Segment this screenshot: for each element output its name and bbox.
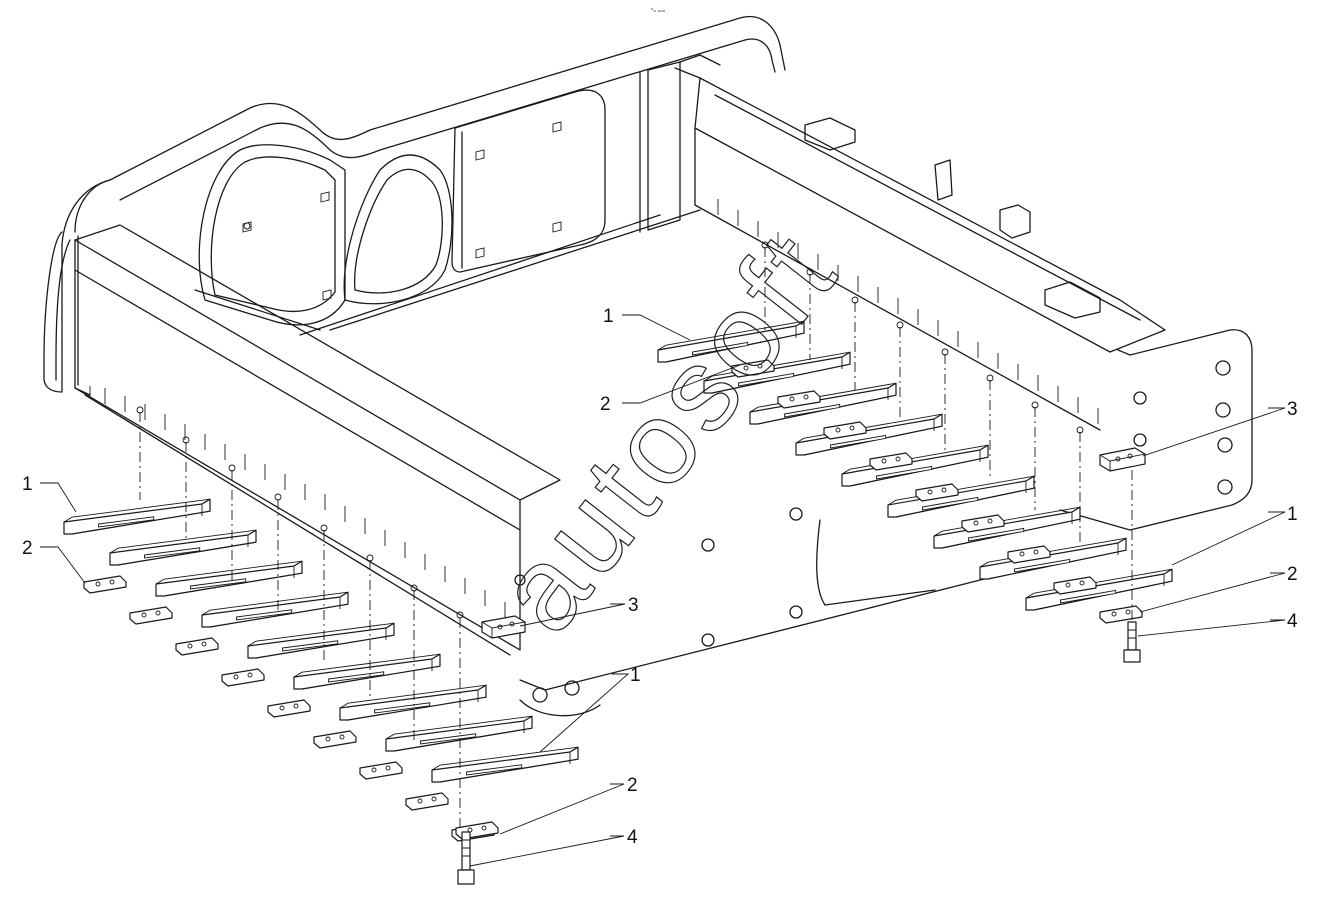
- wear-bar: [979, 537, 1127, 580]
- bolt-right: [1127, 621, 1137, 651]
- end-blocks: [481, 447, 1146, 639]
- right-beam-top: [694, 77, 1166, 353]
- bolt-bottom: [461, 831, 471, 871]
- callout-label: 2: [22, 538, 33, 559]
- clamp-plate: [823, 421, 867, 440]
- callout-center-2: 2: [600, 364, 741, 415]
- rib-cutout-left: [198, 144, 346, 326]
- left-beam-side: [74, 269, 521, 651]
- callout-left-1: 1: [22, 474, 77, 513]
- clamp-plate: [1007, 545, 1051, 564]
- callout-bottom-2: 2: [499, 775, 638, 835]
- wear-bar: [887, 475, 1035, 518]
- callout-label: 3: [1287, 399, 1298, 420]
- back-plate-center: [451, 89, 606, 273]
- beam-block-1: [804, 117, 856, 151]
- bolts: [457, 621, 1141, 885]
- watermark-text: autosoft: [471, 206, 863, 656]
- end-block-left: [481, 615, 526, 639]
- clamp-plate: [869, 452, 913, 471]
- clamp-plate: [1099, 605, 1143, 624]
- watermark: autosoft: [471, 205, 864, 656]
- callout-label: 3: [628, 595, 639, 616]
- callout-right-4: 4: [1137, 611, 1298, 637]
- wear-bar: [933, 506, 1081, 549]
- clamp-plate: [313, 730, 357, 749]
- right-beam-side: [694, 127, 1101, 431]
- wear-bar: [339, 684, 487, 721]
- wear-bar: [703, 351, 851, 394]
- clamp-plate: [359, 761, 403, 780]
- callout-center-1: 1: [603, 306, 691, 341]
- callout-right-2: 2: [1139, 564, 1298, 613]
- clamp-plate: [731, 359, 775, 378]
- wear-bars: [63, 320, 1173, 783]
- wear-bar: [109, 529, 257, 566]
- wear-bar: [657, 320, 805, 363]
- callout-bottom-4: 4: [469, 827, 638, 867]
- callout-label: 4: [1287, 611, 1298, 632]
- wear-bar: [795, 413, 943, 456]
- callout-label: 4: [627, 827, 638, 848]
- wear-bar: [385, 715, 533, 752]
- callout-label: 2: [1287, 564, 1298, 585]
- callout-label: 1: [1287, 504, 1298, 525]
- assembly-center-lines: [139, 247, 1133, 830]
- clamp-plate: [915, 483, 959, 502]
- beam-block-3: [999, 204, 1031, 239]
- wear-bar: [201, 591, 349, 628]
- right-end-plate: [1129, 329, 1253, 531]
- clamp-plate: [405, 792, 449, 811]
- back-plate-right: [647, 61, 681, 231]
- wear-bar: [749, 382, 897, 425]
- clamp-plate: [961, 514, 1005, 533]
- callouts: 1 2 1 2 3 1 2 4: [22, 306, 1298, 867]
- wear-bar: [247, 622, 395, 659]
- wear-bar: [155, 560, 303, 597]
- plate-slot-holes: [242, 121, 562, 301]
- clamp-plate: [221, 668, 265, 687]
- callout-label: 2: [627, 775, 638, 796]
- beam-block-2: [934, 159, 953, 201]
- end-block-right: [1099, 447, 1146, 472]
- wear-bar: [1025, 568, 1173, 611]
- callout-label: 1: [630, 665, 641, 686]
- callout-label: 2: [600, 394, 611, 415]
- clamp-plate: [1053, 576, 1097, 595]
- clamp-plate: [777, 390, 821, 409]
- wear-bar: [293, 653, 441, 690]
- bucket-frame: [43, 15, 1253, 717]
- rib-cutout-triangle: [343, 154, 453, 305]
- callout-right-1: 1: [1171, 504, 1298, 566]
- callout-center-3: 3: [519, 595, 639, 627]
- clamp-plate: [267, 699, 311, 718]
- wear-bar: [841, 444, 989, 487]
- clamp-plate: [175, 637, 219, 656]
- clamp-plate: [83, 575, 127, 594]
- callout-right-3: 3: [1142, 399, 1298, 457]
- callout-label: 1: [22, 474, 33, 495]
- beam-block-4: [1044, 281, 1101, 319]
- callout-bottom-1: 1: [539, 665, 641, 753]
- callout-label: 1: [603, 306, 614, 327]
- left-beam-teeth: [89, 386, 506, 619]
- clamp-plate: [129, 606, 173, 625]
- wear-bar: [63, 498, 211, 535]
- corner-mark: ᵒₒ ₒₒₒ: [651, 7, 666, 14]
- callout-left-2: 2: [22, 538, 86, 584]
- wear-bar: [431, 746, 579, 783]
